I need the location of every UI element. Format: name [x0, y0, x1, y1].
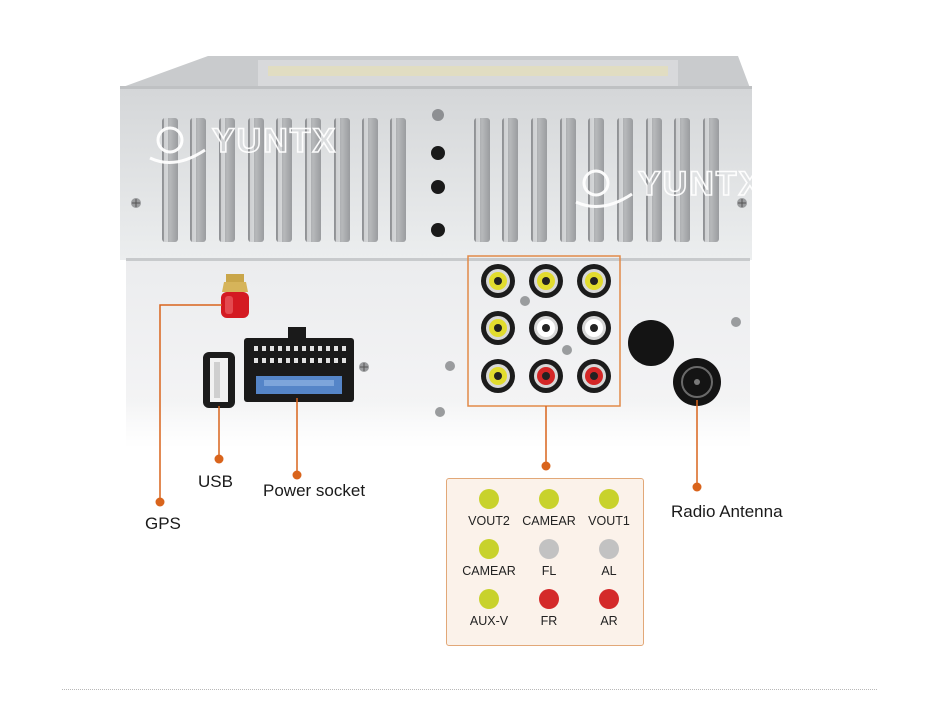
- rca-jack: [577, 359, 611, 393]
- legend-item: VOUT1: [577, 489, 641, 528]
- legend-color-dot: [599, 539, 619, 559]
- legend-color-dot: [479, 589, 499, 609]
- legend-color-dot: [539, 589, 559, 609]
- legend-color-dot: [539, 489, 559, 509]
- legend-item: FR: [517, 589, 581, 628]
- legend-item: AR: [577, 589, 641, 628]
- legend-color-dot: [479, 489, 499, 509]
- rca-jack: [529, 264, 563, 298]
- radio-antenna-port: [673, 317, 741, 406]
- power-socket-label: Power socket: [263, 481, 366, 500]
- rca-jack: [481, 359, 515, 393]
- mounting-holes: [431, 109, 445, 237]
- legend-item-label: AR: [600, 614, 618, 628]
- rca-jack: [529, 359, 563, 393]
- rca-jack: [577, 311, 611, 345]
- legend-item-label: CAMEAR: [462, 564, 516, 578]
- callout-lines: [159, 304, 698, 500]
- legend-item-label: VOUT2: [468, 514, 510, 528]
- divider-line: [62, 689, 877, 690]
- legend-item-label: FR: [540, 614, 558, 628]
- svg-text:YUNTX: YUNTX: [212, 122, 337, 160]
- gps-connector: [221, 274, 249, 318]
- legend-item-label: AUX-V: [469, 614, 509, 628]
- radio-antenna-label: Radio Antenna: [671, 502, 783, 521]
- legend-color-dot: [479, 539, 499, 559]
- rca-jack: [529, 311, 563, 345]
- vent-slots: [162, 118, 719, 242]
- legend-item: AL: [577, 539, 641, 578]
- legend-item-label: FL: [541, 564, 557, 578]
- legend-item: FL: [517, 539, 581, 578]
- brand-logo-right: YUNTX: [575, 164, 763, 208]
- legend-item: CAMEAR: [517, 489, 581, 528]
- rca-jack: [481, 264, 515, 298]
- legend-item: CAMEAR: [457, 539, 521, 578]
- usb-port: [203, 352, 235, 408]
- rca-jack: [481, 311, 515, 345]
- legend-color-dot: [599, 589, 619, 609]
- brand-logo-left: YUNTX: [149, 121, 337, 164]
- usb-label: USB: [198, 472, 233, 491]
- legend-item-label: VOUT1: [588, 514, 630, 528]
- power-socket: [244, 327, 369, 402]
- legend-item: VOUT2: [457, 489, 521, 528]
- legend-item-label: AL: [601, 564, 617, 578]
- round-port: [628, 320, 674, 366]
- gps-label: GPS: [145, 514, 181, 533]
- rca-jack: [577, 264, 611, 298]
- legend-color-dot: [599, 489, 619, 509]
- rca-jack-block: [435, 255, 621, 417]
- legend-color-dot: [539, 539, 559, 559]
- legend-item: AUX-V: [457, 589, 521, 628]
- chassis-screws: [131, 198, 747, 208]
- legend-item-label: CAMEAR: [522, 514, 576, 528]
- callout-dots: [155, 454, 702, 507]
- svg-text:YUNTX: YUNTX: [638, 165, 763, 203]
